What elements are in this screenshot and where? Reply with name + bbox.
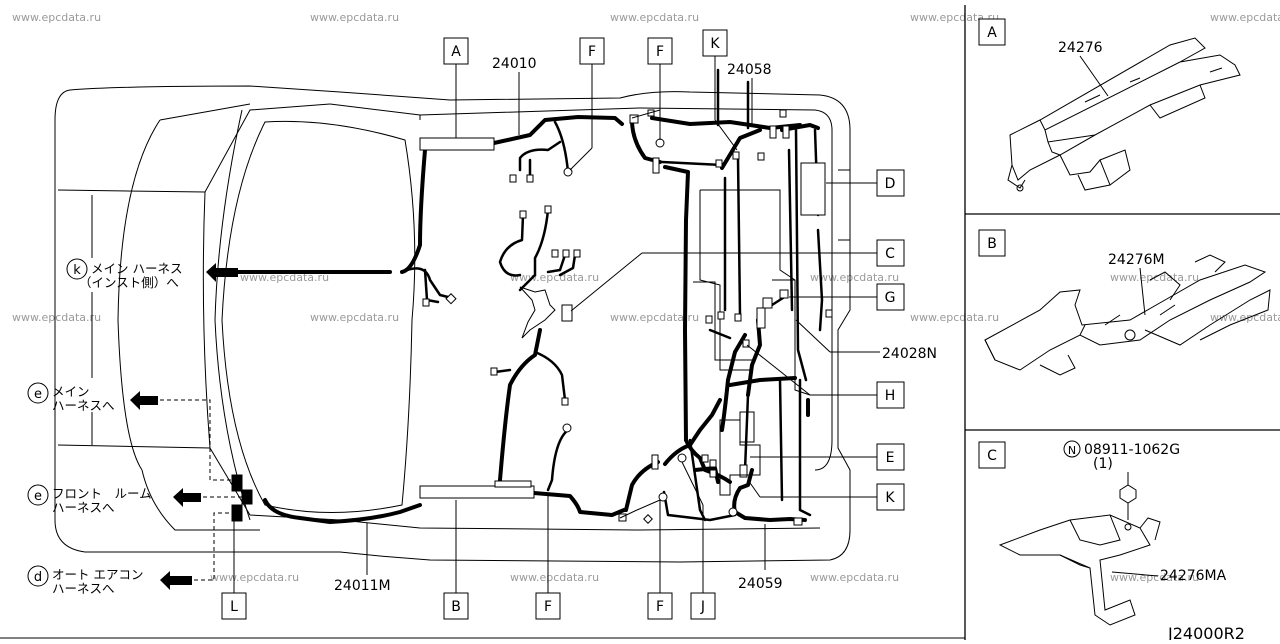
part-number-labels: 24010 24058 24028N 24011M 24059	[334, 56, 937, 594]
arrow-left-icon	[206, 263, 238, 282]
watermark: www.epcdata.ru	[610, 11, 699, 24]
connection-k-line2: （インスト側）へ	[79, 275, 179, 290]
connection-d: d オート エアコン ハーネスへ	[27, 512, 232, 596]
svg-text:B: B	[451, 599, 461, 615]
diagram-code: J24000R2	[1167, 624, 1245, 640]
connection-d-letter: d	[34, 570, 42, 585]
connection-e-letter: e	[34, 387, 42, 402]
panel-c-letter: C	[987, 448, 997, 464]
panel-b-letter: B	[987, 236, 997, 252]
part-number-24276m: 24276M	[1108, 252, 1165, 268]
part-number-24011m: 24011M	[334, 578, 391, 594]
svg-text:F: F	[656, 599, 664, 615]
connection-e-main: e メイン ハーネスへ	[27, 382, 232, 481]
detail-panel-a: A 24276	[978, 18, 1241, 192]
part-number-24059: 24059	[738, 576, 783, 592]
svg-text:A: A	[451, 44, 461, 60]
watermark: www.epcdata.ru	[12, 11, 101, 24]
detail-panel-c: C N 08911-1062G (1) 24276MA	[978, 440, 1227, 626]
connectors	[231, 109, 833, 526]
connection-e-line1: フロント ルーム	[52, 486, 152, 501]
arrow-left-icon	[173, 488, 201, 507]
watermarks: www.epcdata.ru www.epcdata.ru www.epcdat…	[12, 11, 1280, 584]
svg-text:J: J	[700, 599, 705, 615]
svg-text:K: K	[885, 490, 895, 506]
part-number-24058: 24058	[727, 62, 772, 78]
connection-k-letter: k	[73, 263, 81, 278]
callout-j: J	[690, 592, 716, 620]
watermark: www.epcdata.ru	[240, 271, 329, 284]
callout-e: E	[876, 443, 905, 471]
nut-icon	[1119, 484, 1137, 504]
svg-text:C: C	[885, 246, 895, 262]
connection-arrows: k メイン ハーネス （インスト側）へ e メイン ハーネスへ e フロント ル…	[27, 258, 242, 596]
harness-routing	[236, 68, 824, 524]
connection-e-front: e フロント ルーム ハーネスへ	[27, 484, 242, 515]
nut-ref-letter: N	[1068, 444, 1076, 457]
callout-k: K	[702, 29, 728, 57]
connection-d-line2: ハーネスへ	[52, 581, 115, 596]
svg-text:F: F	[588, 44, 596, 60]
watermark: www.epcdata.ru	[510, 271, 599, 284]
nut-quantity: (1)	[1093, 456, 1113, 472]
svg-text:E: E	[886, 450, 895, 466]
part-number-24010: 24010	[492, 56, 537, 72]
watermark: www.epcdata.ru	[510, 571, 599, 584]
part-number-08911-1062g: 08911-1062G	[1084, 442, 1180, 458]
watermark: www.epcdata.ru	[810, 271, 899, 284]
connection-k-line1: メイン ハーネス	[91, 261, 182, 276]
watermark: www.epcdata.ru	[810, 571, 899, 584]
callout-f: F	[647, 37, 673, 65]
watermark: www.epcdata.ru	[610, 311, 699, 324]
watermark: www.epcdata.ru	[210, 571, 299, 584]
watermark: www.epcdata.ru	[910, 311, 999, 324]
callout-boxes: A F F K D C G H	[221, 29, 905, 620]
watermark: www.epcdata.ru	[310, 311, 399, 324]
callout-f: F	[579, 37, 605, 65]
svg-text:G: G	[885, 290, 896, 306]
callout-b: B	[443, 592, 469, 620]
connection-k: k メイン ハーネス （インスト側）へ	[66, 258, 238, 290]
arrow-left-icon	[160, 571, 192, 590]
panel-dividers	[0, 5, 1280, 640]
part-number-24028n: 24028N	[882, 346, 937, 362]
arrow-left-icon	[130, 391, 158, 410]
callout-h: H	[876, 381, 905, 409]
leader-lines	[233, 56, 880, 593]
watermark: www.epcdata.ru	[1210, 11, 1280, 24]
detail-panel-b: B 24276M	[978, 229, 1271, 376]
svg-text:D: D	[885, 176, 896, 192]
watermark: www.epcdata.ru	[1210, 311, 1280, 324]
connection-e-letter: e	[34, 489, 42, 504]
part-number-24276: 24276	[1058, 40, 1103, 56]
part-number-24276ma: 24276MA	[1160, 568, 1227, 584]
watermark: www.epcdata.ru	[910, 11, 999, 24]
car-body-outline	[54, 85, 851, 563]
callout-l: L	[221, 592, 247, 620]
svg-text:F: F	[656, 44, 664, 60]
callout-d: D	[876, 169, 905, 197]
callout-a: A	[443, 37, 469, 65]
panel-a-letter: A	[987, 25, 997, 41]
svg-text:F: F	[544, 599, 552, 615]
connection-e-line1: メイン	[52, 384, 90, 399]
callout-f: F	[647, 592, 673, 620]
callout-f: F	[535, 592, 561, 620]
connection-e-line2: ハーネスへ	[52, 500, 115, 515]
callout-k: K	[876, 483, 905, 511]
watermark: www.epcdata.ru	[12, 311, 101, 324]
connection-d-line1: オート エアコン	[52, 567, 143, 582]
callout-c: C	[876, 239, 905, 267]
connection-e-line2: ハーネスへ	[52, 398, 115, 413]
svg-text:H: H	[885, 388, 896, 404]
svg-text:K: K	[710, 36, 720, 52]
watermark: www.epcdata.ru	[310, 11, 399, 24]
callout-g: G	[876, 283, 905, 311]
svg-text:L: L	[230, 599, 238, 615]
